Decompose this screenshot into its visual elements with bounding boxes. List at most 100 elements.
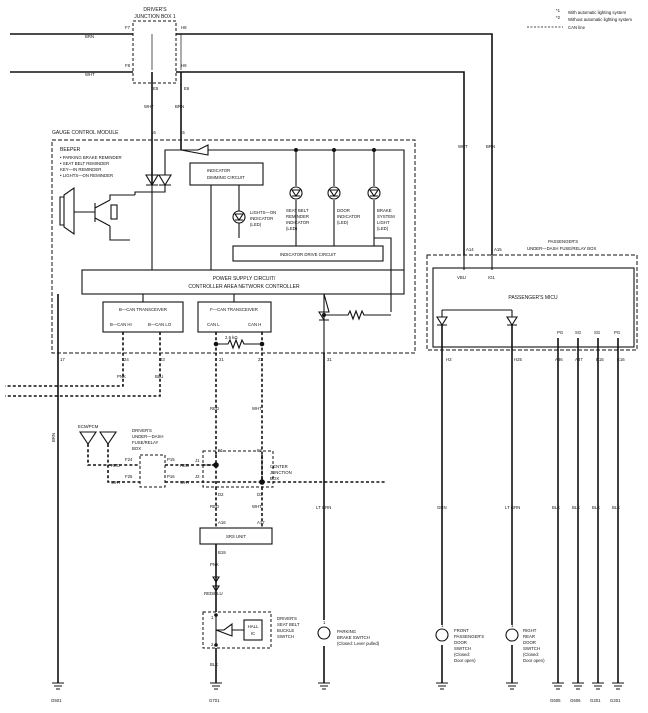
gcm-pin17: 17 <box>60 357 65 362</box>
gcm-pin22: 22 <box>258 357 263 362</box>
brake-ind-3: LIGHT <box>377 220 390 225</box>
rear-door-switch-icon <box>505 628 519 642</box>
seatbelt-ind-4: (LED) <box>286 226 298 231</box>
rear-door-label-2: REAR <box>523 634 535 639</box>
buckle-label-4: SWITCH <box>277 634 294 639</box>
cjb-internal <box>203 455 385 487</box>
srs-label: SRS UNIT <box>226 534 246 539</box>
pudfr-e16: E16 <box>617 357 625 362</box>
ground-g501: G501 <box>51 698 62 703</box>
seatbelt-ind-1: SEAT BELT <box>286 208 309 213</box>
rear-door-label-3: DOOR <box>523 640 536 645</box>
power-supply-label-2: CONTROLLER AREA NETWORK CONTROLLER <box>188 284 300 290</box>
pudfr-e15: E15 <box>596 357 604 362</box>
pudfr-a14: A14 <box>466 247 474 252</box>
ddfr-label-4: BOX <box>132 446 141 451</box>
cjb-label-1: CENTER <box>270 464 288 469</box>
gcm-pin15: 15 <box>180 130 185 135</box>
hall-ic-box <box>243 619 263 641</box>
junction-dot <box>322 313 326 317</box>
brn-top-wire <box>10 33 493 255</box>
wire-label-red-srs: RED <box>210 504 219 509</box>
buckle-internal <box>215 615 244 645</box>
wire-label-red-ecm: RED <box>111 463 120 468</box>
front-door-label-5: (Closed: <box>454 652 470 657</box>
ground-icon <box>52 682 64 690</box>
legend-n1-text: With automatic lighting system <box>568 10 626 15</box>
beeper-item-3: KEY—IN REMINDER <box>60 167 101 172</box>
djb-box <box>132 20 177 84</box>
beeper-item-2: • SEAT BELT REMINDER <box>60 161 109 166</box>
front-door-label-2: PASSENGER'S <box>454 634 484 639</box>
diode-pin15 <box>158 174 172 187</box>
cjb-box <box>202 450 274 488</box>
wire-label-blk-1: BLK <box>552 505 560 510</box>
wire-label-brn-top: BRN <box>85 34 94 39</box>
legend-n2-text: Without automatic lighting system <box>568 17 632 22</box>
djb-f8: F8 <box>125 63 131 68</box>
djb-f7: F7 <box>125 25 131 30</box>
rear-door-pin: 1 <box>511 623 514 628</box>
ddfr-f25: F25 <box>125 474 133 479</box>
ground-g201-b: G201 <box>610 698 621 703</box>
ground-icon <box>552 682 564 690</box>
micu-diode-h25 <box>506 310 518 327</box>
ddfr-label-1: DRIVER'S <box>132 428 152 433</box>
hall-label-2: IC <box>251 631 255 636</box>
ground-icon <box>592 682 604 690</box>
pudfr-a15: A15 <box>494 247 502 252</box>
gcm-pin23: 23 <box>160 357 165 362</box>
legend-n2-mark: *2 <box>556 15 561 20</box>
micu-sg-2: SG <box>594 330 601 335</box>
front-door-label-6: Door open) <box>454 658 476 663</box>
bcan-lo-wire <box>5 332 161 397</box>
wire-label-blk-3: BLK <box>592 505 600 510</box>
wire-label-brn-right: BRN <box>486 144 495 149</box>
beeper-transistor <box>74 199 111 227</box>
front-door-label-3: DOOR <box>454 640 467 645</box>
bcan-hi-wire <box>5 332 124 387</box>
djb-e6: E6 <box>184 86 190 91</box>
beeper-item-4: • LIGHTS—ON REMINDER <box>60 173 113 178</box>
front-door-label-1: FRONT <box>454 628 469 633</box>
connector-arrow-icon <box>212 576 220 593</box>
gcm-pin24: 24 <box>124 357 129 362</box>
rear-door-label-6: Door open) <box>523 658 545 663</box>
junction-dot <box>214 613 218 617</box>
power-supply-label-1: POWER SUPPLY CIRCUIT/ <box>213 276 276 282</box>
dimming-circuit-box <box>189 162 264 186</box>
buckle-label-2: SEAT BELT <box>277 622 300 627</box>
door-led-icon <box>327 150 341 246</box>
srs-unit-box <box>199 527 273 545</box>
micu-label: PASSENGER'S MICU <box>508 295 558 301</box>
pin31-resistor <box>324 309 391 321</box>
pbrake-label-1: PARKING <box>337 629 357 634</box>
ddfr-label-3: FUSE/RELAY <box>132 440 159 445</box>
wire-label-grn: GRN <box>437 505 447 510</box>
lights-on-led-symbol <box>233 185 245 238</box>
cjb-f1: F1 <box>218 448 224 453</box>
wire-label-blk-4: BLK <box>612 505 620 510</box>
ground-g201-a: G201 <box>590 698 601 703</box>
wire-label-wht-srs: WHT <box>252 504 262 509</box>
pin31-diode <box>318 293 330 353</box>
wire-label-blu: BLU <box>155 374 163 379</box>
ground-g606: G606 <box>570 698 581 703</box>
cjb-label-2: JUNCTION <box>270 470 292 475</box>
djb-h8: H8 <box>181 25 187 30</box>
wire-label-blk-2: BLK <box>572 505 580 510</box>
ddfr-box <box>139 454 166 488</box>
seatbelt-led-icon <box>289 150 303 246</box>
wire-label-wht-right: WHT <box>458 144 468 149</box>
pudfr-h3: H3 <box>446 357 452 362</box>
gcm-pin31: 31 <box>327 357 332 362</box>
beeper-item-1: • PARKING BRAKE REMINDER <box>60 155 122 160</box>
ground-icon <box>506 682 518 690</box>
beeper-resistor <box>110 204 118 220</box>
micu-sg-1: SG <box>575 330 582 335</box>
djb-e5: E5 <box>153 86 159 91</box>
can-resistor-label: 2.6 kΩ <box>225 335 238 340</box>
ground-g701: G701 <box>209 698 220 703</box>
djb-label-1: DRIVER'S <box>143 7 167 13</box>
